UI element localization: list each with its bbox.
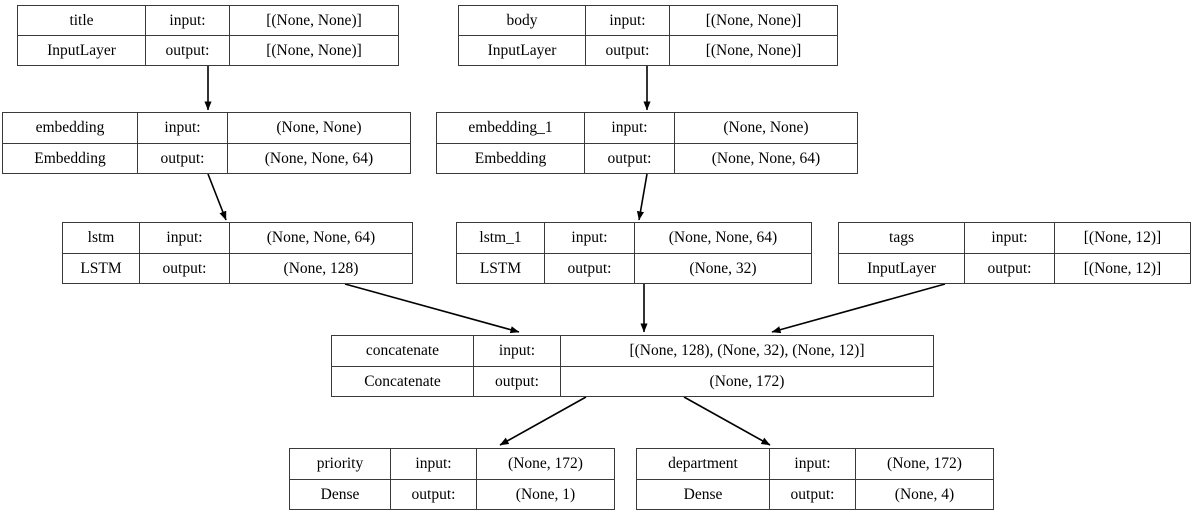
node-title-class-name: InputLayer: [18, 36, 146, 65]
node-lstm[interactable]: lstm input: (None, None, 64) LSTM output…: [62, 222, 413, 284]
node-priority-input-shape: (None, 172): [508, 455, 583, 472]
node-tags-input-row: tags input: [(None, 12)]: [839, 223, 1190, 254]
node-embedding-1-input-label: input:: [585, 113, 675, 143]
node-concatenate-input-label: input:: [474, 336, 561, 366]
node-body-input-row: body input: [(None, None)]: [459, 6, 837, 36]
node-department-layer-name: department: [637, 449, 770, 479]
node-tags-output-row: InputLayer output: [(None, 12)]: [839, 253, 1190, 283]
node-priority-input-label: input:: [391, 449, 477, 479]
node-department-class-name: Dense: [637, 479, 770, 509]
node-embedding[interactable]: embedding input: (None, None) Embedding …: [2, 112, 411, 174]
node-department-output-label: output:: [770, 479, 856, 509]
node-priority-input-row: priority input: (None, 172): [290, 449, 614, 480]
node-title-layer-name: title: [18, 6, 146, 35]
node-concatenate-layer-name: concatenate: [332, 336, 474, 366]
node-lstm-1-class-name: LSTM: [457, 253, 545, 283]
node-title-output-row: InputLayer output: [(None, None)]: [18, 36, 398, 65]
node-embedding-1-output-label: output:: [585, 143, 675, 173]
node-lstm-1-input-shape: (None, None, 64): [668, 229, 778, 246]
node-lstm-1-input-label: input:: [545, 223, 635, 253]
node-department[interactable]: department input: (None, 172) Dense outp…: [636, 448, 994, 510]
node-priority[interactable]: priority input: (None, 172) Dense output…: [289, 448, 615, 510]
node-embedding-1-input-shape: (None, None): [723, 119, 809, 136]
node-lstm-layer-name: lstm: [63, 223, 140, 253]
node-lstm-output-row: LSTM output: (None, 128): [63, 253, 412, 283]
node-embedding-input-label: input:: [138, 113, 228, 143]
node-department-input-row: department input: (None, 172): [637, 449, 993, 480]
node-lstm-input-row: lstm input: (None, None, 64): [63, 223, 412, 254]
node-concatenate-output-label: output:: [474, 366, 561, 396]
node-embedding-output-row: Embedding output: (None, None, 64): [3, 143, 410, 173]
node-tags-output-label: output:: [965, 253, 1055, 283]
node-lstm-1-output-row: LSTM output: (None, 32): [457, 253, 811, 283]
node-embedding-class-name: Embedding: [3, 143, 138, 173]
node-embedding-1[interactable]: embedding_1 input: (None, None) Embeddin…: [436, 112, 858, 174]
node-lstm-output-label: output:: [140, 253, 230, 283]
node-title[interactable]: title input: [(None, None)] InputLayer o…: [17, 5, 399, 66]
node-lstm-1-input-row: lstm_1 input: (None, None, 64): [457, 223, 811, 254]
node-body-class-name: InputLayer: [459, 36, 586, 65]
node-concatenate-output-shape: (None, 172): [709, 372, 785, 390]
node-concatenate-class-name: Concatenate: [332, 366, 474, 396]
edge-tags-to-concatenate: [771, 283, 946, 334]
node-priority-class-name: Dense: [290, 479, 391, 509]
node-lstm-input-label: input:: [140, 223, 230, 253]
node-lstm-1[interactable]: lstm_1 input: (None, None, 64) LSTM outp…: [456, 222, 812, 284]
node-title-output-label: output:: [146, 36, 230, 65]
edge-lstm-to-concatenate: [344, 283, 520, 334]
node-lstm-1-output-shape: (None, 32): [689, 259, 757, 277]
node-body-output-shape: [(None, None)]: [705, 41, 802, 59]
node-body-layer-name: body: [459, 6, 586, 35]
node-concatenate-output-row: Concatenate output: (None, 172): [332, 366, 933, 396]
node-department-input-label: input:: [770, 449, 856, 479]
node-concatenate-input-row: concatenate input: [(None, 128), (None, …: [332, 336, 933, 367]
node-embedding-1-layer-name: embedding_1: [437, 113, 585, 143]
node-embedding-input-row: embedding input: (None, None): [3, 113, 410, 144]
node-department-output-row: Dense output: (None, 4): [637, 479, 993, 509]
node-body-input-label: input:: [586, 6, 670, 35]
node-embedding-output-shape: (None, None, 64): [264, 149, 374, 167]
node-embedding-layer-name: embedding: [3, 113, 138, 143]
node-tags-input-shape: [(None, 12)]: [1083, 229, 1162, 246]
node-embedding-1-output-shape: (None, None, 64): [711, 149, 821, 167]
node-lstm-output-shape: (None, 128): [283, 259, 359, 277]
node-priority-output-row: Dense output: (None, 1): [290, 479, 614, 509]
node-department-output-shape: (None, 4): [894, 485, 955, 503]
node-tags-class-name: InputLayer: [839, 253, 965, 283]
node-tags-input-label: input:: [965, 223, 1055, 253]
node-lstm-1-layer-name: lstm_1: [457, 223, 545, 253]
node-embedding-1-input-row: embedding_1 input: (None, None): [437, 113, 857, 144]
node-concatenate[interactable]: concatenate input: [(None, 128), (None, …: [331, 335, 934, 397]
node-tags-layer-name: tags: [839, 223, 965, 253]
node-body-output-row: InputLayer output: [(None, None)]: [459, 36, 837, 65]
node-title-input-row: title input: [(None, None)]: [18, 6, 398, 36]
node-body-input-shape: [(None, None)]: [705, 11, 802, 29]
node-tags-output-shape: [(None, 12)]: [1083, 259, 1162, 277]
node-title-output-shape: [(None, None)]: [266, 41, 362, 59]
edge-embedding-1-to-lstm-1: [636, 173, 648, 221]
node-concatenate-input-shape: [(None, 128), (None, 32), (None, 12)]: [629, 342, 865, 359]
node-body-output-label: output:: [586, 36, 670, 65]
edge-concatenate-to-priority: [499, 396, 587, 446]
node-embedding-1-output-row: Embedding output: (None, None, 64): [437, 143, 857, 173]
node-lstm-input-shape: (None, None, 64): [266, 229, 376, 246]
node-title-input-label: input:: [146, 6, 230, 35]
node-embedding-output-label: output:: [138, 143, 228, 173]
node-lstm-1-output-label: output:: [545, 253, 635, 283]
node-body[interactable]: body input: [(None, None)] InputLayer ou…: [458, 5, 838, 66]
node-priority-output-shape: (None, 1): [515, 485, 576, 503]
node-priority-output-label: output:: [391, 479, 477, 509]
node-lstm-class-name: LSTM: [63, 253, 140, 283]
edge-embedding-to-lstm: [207, 173, 227, 221]
node-department-input-shape: (None, 172): [887, 455, 962, 472]
node-priority-layer-name: priority: [290, 449, 391, 479]
node-embedding-input-shape: (None, None): [276, 119, 362, 136]
edge-concatenate-to-department: [683, 396, 771, 446]
node-embedding-1-class-name: Embedding: [437, 143, 585, 173]
node-title-input-shape: [(None, None)]: [266, 11, 362, 29]
node-tags[interactable]: tags input: [(None, 12)] InputLayer outp…: [838, 222, 1191, 284]
